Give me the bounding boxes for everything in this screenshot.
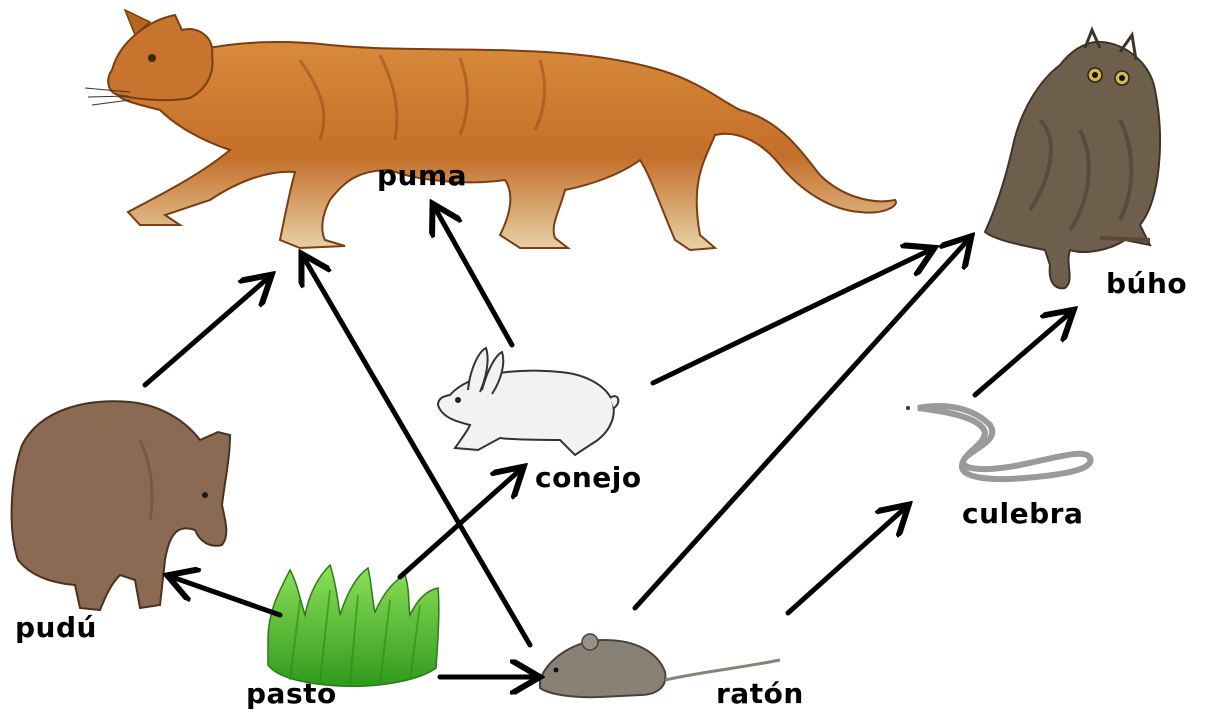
pudu-illustration: [12, 401, 230, 610]
arrow-pudu-to-puma: [145, 278, 268, 385]
arrow-pasto-to-conejo: [400, 470, 520, 577]
label-puma: puma: [377, 159, 467, 192]
arrow-pasto-to-pudu: [172, 577, 280, 615]
pasto-illustration: [268, 565, 439, 686]
buho-illustration: [985, 30, 1160, 288]
label-pudu: pudú: [15, 611, 97, 644]
label-pasto: pasto: [246, 677, 337, 710]
puma-illustration: [85, 10, 896, 250]
label-conejo: conejo: [535, 461, 642, 494]
culebra-illustration: [906, 406, 1090, 479]
label-raton: ratón: [716, 677, 804, 710]
arrow-raton-to-culebra: [788, 508, 905, 613]
label-buho: búho: [1106, 267, 1187, 300]
arrow-culebra-to-buho: [975, 313, 1070, 395]
arrow-conejo-to-puma: [435, 208, 512, 345]
arrow-raton-to-buho: [635, 240, 968, 608]
label-culebra: culebra: [962, 497, 1083, 530]
arrow-conejo-to-buho: [653, 250, 930, 383]
conejo-illustration: [438, 348, 618, 455]
